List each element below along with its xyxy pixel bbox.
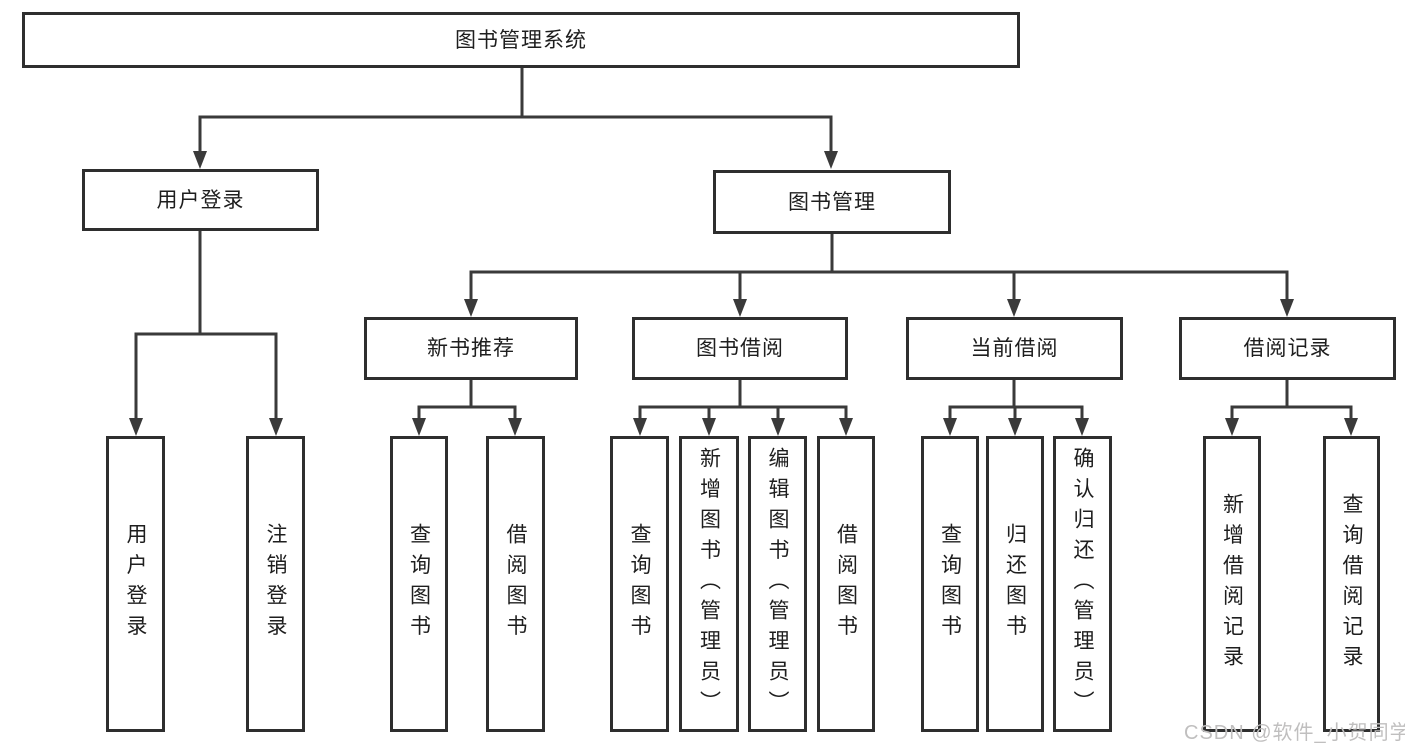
leaf-logout: 注销登录	[246, 436, 305, 732]
leaf-query-borrow-record: 查询借阅记录	[1323, 436, 1380, 732]
leaf-query-books-recommend-label: 查询图书	[407, 523, 431, 645]
leaf-query-books-borrow: 查询图书	[610, 436, 669, 732]
node-library-management-system: 图书管理系统	[22, 12, 1020, 68]
leaf-edit-books-admin-label: 编辑图书（管理员）	[766, 446, 789, 722]
leaf-query-borrow-record-label: 查询借阅记录	[1340, 492, 1363, 676]
node-current-borrowing: 当前借阅	[906, 317, 1123, 380]
leaf-borrow-books-recommend: 借阅图书	[486, 436, 545, 732]
leaf-confirm-return-admin: 确认归还（管理员）	[1053, 436, 1112, 732]
leaf-borrow-books-label: 借阅图书	[834, 523, 858, 645]
leaf-query-books-current-label: 查询图书	[938, 523, 962, 645]
leaf-edit-books-admin: 编辑图书（管理员）	[748, 436, 807, 732]
leaf-query-books-borrow-label: 查询图书	[628, 523, 651, 645]
node-book-management: 图书管理	[713, 170, 951, 234]
watermark: CSDN @软件_小贺同学	[1184, 722, 1405, 744]
leaf-add-books-admin-label: 新增图书（管理员）	[697, 446, 721, 722]
node-new-book-recommend: 新书推荐	[364, 317, 578, 380]
leaf-add-borrow-record: 新增借阅记录	[1203, 436, 1261, 732]
node-borrowing-records: 借阅记录	[1179, 317, 1396, 380]
leaf-add-books-admin: 新增图书（管理员）	[679, 436, 739, 732]
leaf-return-books: 归还图书	[986, 436, 1044, 732]
leaf-logout-label: 注销登录	[264, 523, 287, 645]
node-user-login: 用户登录	[82, 169, 319, 231]
leaf-user-login: 用户登录	[106, 436, 165, 732]
leaf-borrow-books: 借阅图书	[817, 436, 875, 732]
leaf-query-books-recommend: 查询图书	[390, 436, 448, 732]
leaf-add-borrow-record-label: 新增借阅记录	[1220, 492, 1244, 676]
leaf-borrow-books-recommend-label: 借阅图书	[504, 523, 527, 645]
leaf-return-books-label: 归还图书	[1003, 523, 1027, 645]
leaf-query-books-current: 查询图书	[921, 436, 979, 732]
node-book-borrowing: 图书借阅	[632, 317, 848, 380]
leaf-user-login-label: 用户登录	[124, 523, 147, 645]
leaf-confirm-return-admin-label: 确认归还（管理员）	[1071, 446, 1094, 722]
